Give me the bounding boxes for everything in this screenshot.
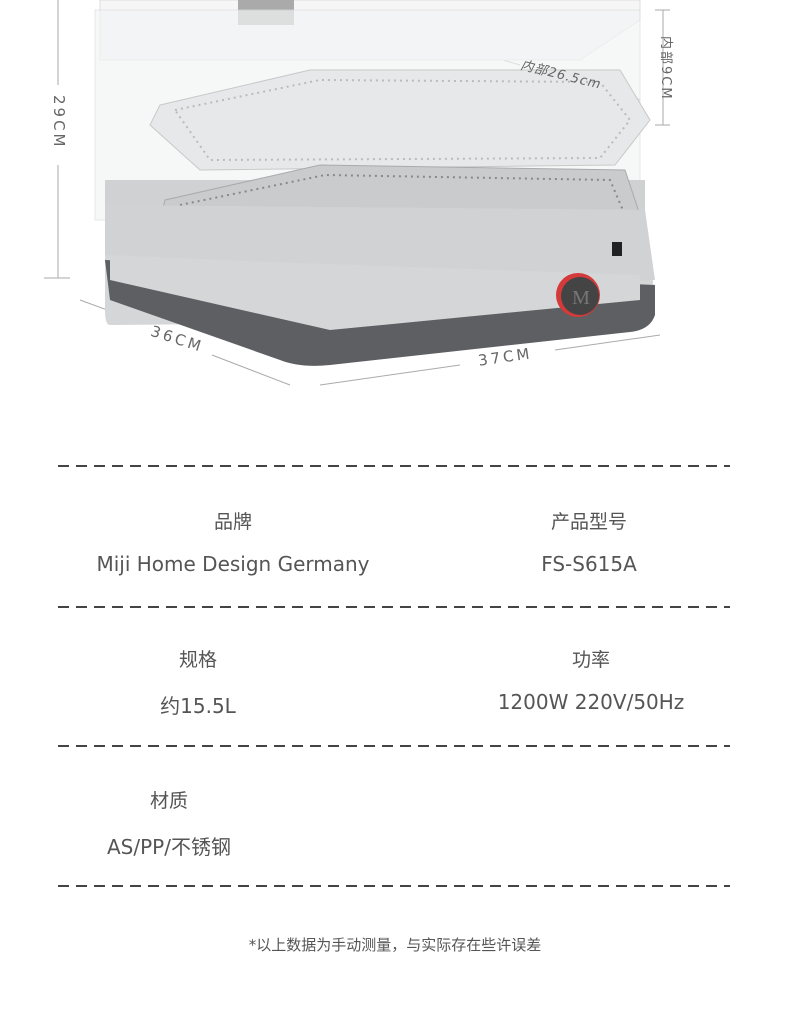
spec-brand: 品牌 Miji Home Design Germany [83, 507, 383, 576]
spec-power: 功率 1200W 220V/50Hz [441, 645, 741, 714]
inner-height-dimension: 内部9CM [658, 36, 673, 101]
spec-material: 材质 AS/PP/不锈钢 [19, 786, 319, 860]
knob-letter: M [572, 287, 590, 309]
measurement-note: *以上数据为手动测量，与实际存在些许误差 [248, 936, 542, 954]
spec-value: Miji Home Design Germany [96, 552, 370, 576]
spec-model: 产品型号 FS-S615A [439, 507, 739, 576]
divider [58, 606, 730, 608]
spec-value: AS/PP/不锈钢 [107, 835, 231, 859]
product-image: M 29CM 36CM 37CM 内部26.5cm 内部9CM [0, 0, 790, 400]
spec-value: 1200W 220V/50Hz [497, 690, 685, 714]
spec-label: 规格 [178, 649, 217, 671]
spec-capacity: 规格 约15.5L [48, 645, 348, 719]
divider [58, 885, 730, 887]
spec-label: 材质 [149, 790, 188, 812]
divider [58, 745, 730, 747]
steamer-illustration: M [44, 0, 670, 386]
height-dimension: 29CM [50, 95, 68, 150]
divider [58, 465, 730, 467]
spec-label: 品牌 [213, 511, 252, 533]
spec-label: 功率 [571, 649, 610, 671]
spec-label: 产品型号 [550, 511, 627, 533]
spec-value: 约15.5L [160, 694, 236, 718]
spec-value: FS-S615A [541, 552, 637, 576]
